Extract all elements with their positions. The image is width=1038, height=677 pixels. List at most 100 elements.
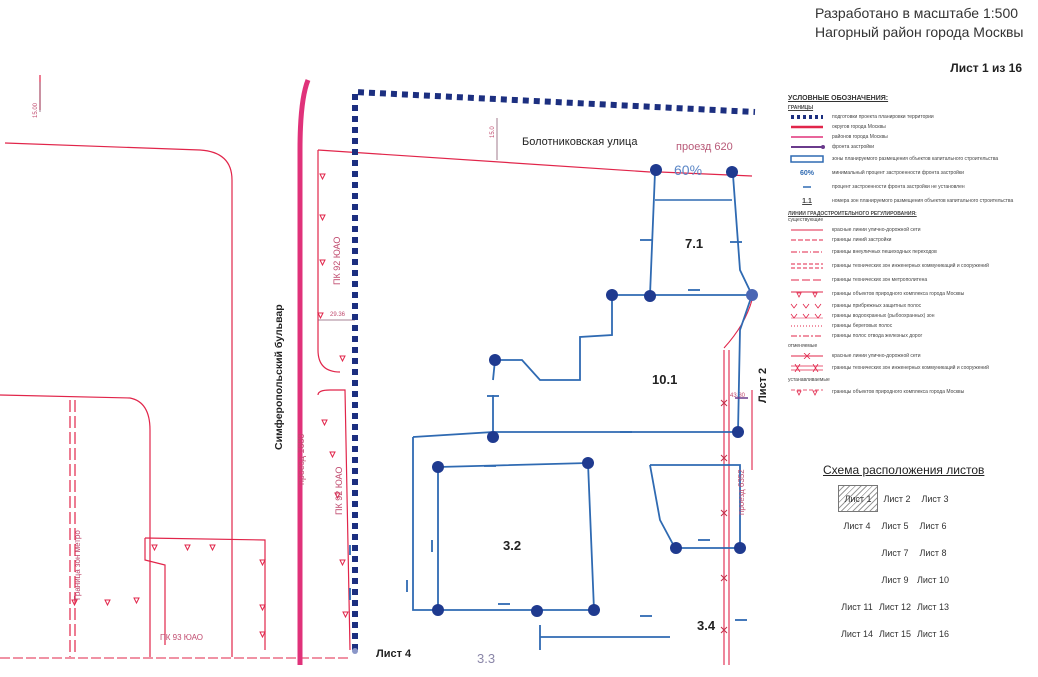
red-double-dash-icon (788, 262, 826, 270)
street-label-bolotnikovskaya: Болотниковская улица (522, 136, 638, 148)
scheme-cell-list-13[interactable]: Лист 13 (916, 601, 950, 612)
scale-note: Разработано в масштабе 1:500 (815, 5, 1019, 21)
scheme-cell-list-9[interactable]: Лист 9 (881, 574, 909, 585)
district-name: Нагорный район города Москвы (815, 24, 1024, 40)
legend-item: 1.1 номера зон планируемого размещения о… (788, 194, 1028, 208)
dim-29: 29.36 (330, 312, 346, 318)
legend-item: границы водоохранных (рыбоохранных) зон (788, 311, 1028, 321)
legend-title: УСЛОВНЫЕ ОБОЗНАЧЕНИЯ: (788, 95, 889, 102)
dimension-markers (39, 82, 498, 321)
scheme-cell-list-8[interactable]: Лист 8 (919, 547, 947, 558)
legend-item: границы внеуличных пешеходных переходов (788, 245, 1028, 259)
scheme-cell-list-5[interactable]: Лист 5 (881, 520, 909, 531)
red-triangles-icon (788, 290, 826, 298)
scheme-cell-list-4[interactable]: Лист 4 (843, 520, 871, 531)
zone-label-10-1: 10.1 (652, 372, 677, 387)
legend-item: красные линии улично-дорожной сети (788, 225, 1028, 235)
sheet-scheme: Лист 1 Лист 2 Лист 3 Лист 4 Лист 5 Лист … (838, 485, 958, 647)
pk-label-low: ПК 93 ЮАО (160, 633, 203, 642)
red-dot-line-icon (788, 323, 826, 329)
scheme-cell-list-1[interactable]: Лист 1 (838, 485, 878, 512)
zone-rect-icon (788, 154, 826, 164)
frontage-dashes (349, 239, 747, 621)
legend-subsection-existing: существующие (788, 217, 824, 223)
scheme-cell-list-6[interactable]: Лист 6 (919, 520, 947, 531)
legend-item: границы технических зон метрополитена (788, 273, 1028, 287)
legend-item: границы береговых полос (788, 321, 1028, 331)
red-line-thin-icon (788, 227, 826, 233)
red-dash-2-icon (788, 277, 826, 283)
sheet-scheme-title: Схема расположения листов (823, 463, 985, 477)
zone-label-7-1: 7.1 (685, 236, 703, 251)
street-label-proezd-620: проезд 620 (676, 141, 733, 153)
red-v-icon (788, 303, 826, 309)
nature-boundary-triangles (71, 173, 349, 639)
red-line-icon (788, 124, 826, 130)
scheme-cell-list-7[interactable]: Лист 7 (881, 547, 909, 558)
frontage-arrow-icon (788, 144, 826, 150)
legend-item: границы технических зон инженерных комму… (788, 361, 1028, 375)
pk-label-bottom: ПК 92 ЮАО (334, 467, 344, 515)
scheme-cell-list-14[interactable]: Лист 14 (840, 628, 874, 639)
legend-subsection-cancel: отменяемые (788, 343, 818, 349)
zone-nodes (352, 164, 758, 654)
dim-15-left: 15.00 (33, 102, 39, 118)
proezd-6352-label: проезд 6352 (737, 469, 746, 515)
scheme-cell-list-11[interactable]: Лист 11 (841, 601, 873, 612)
red-lines-left (0, 75, 753, 657)
scheme-cell-list-3[interactable]: Лист 3 (921, 493, 949, 504)
red-x-icon (788, 353, 826, 359)
dim-15: 15.0 (490, 126, 496, 138)
scheme-cell-list-15[interactable]: Лист 15 (878, 628, 912, 639)
legend-item: границы линий застройки (788, 235, 1028, 245)
percent-icon: 60% (799, 169, 814, 177)
frontage-percent-label: 60% (674, 162, 702, 178)
red-dashdot-2-icon (788, 333, 826, 339)
cancel-x-marks (720, 399, 728, 634)
legend-item: границы технических зон инженерных комму… (788, 259, 1028, 273)
scheme-cell-list-12[interactable]: Лист 12 (878, 601, 912, 612)
scheme-cell-list-10[interactable]: Лист 10 (916, 574, 950, 585)
legend-item: районов города Москвы (788, 132, 1028, 142)
district-boundary (297, 79, 311, 665)
zone-label-3-4: 3.4 (697, 618, 716, 633)
red-triangles-2-icon (788, 388, 826, 396)
legend-item: зоны планируемого размещения объектов ка… (788, 152, 1028, 166)
legend-subsection-new: устанавливаемые (788, 377, 830, 383)
sheet-link-list-4[interactable]: Лист 4 (376, 648, 412, 660)
legend-item: границы объектов природного комплекса го… (788, 385, 1028, 399)
legend-item: округов города Москвы (788, 122, 1028, 132)
red-xx-icon (788, 364, 826, 372)
red-v-2-icon (788, 313, 826, 319)
legend-item: границы объектов природного комплекса го… (788, 287, 1028, 301)
pink-line-icon (788, 134, 826, 140)
dash-icon (788, 184, 826, 190)
proezd-1680-label: проезд 1680 (296, 434, 306, 485)
scheme-cell-list-16[interactable]: Лист 16 (916, 628, 950, 639)
scheme-cell-empty (838, 566, 876, 593)
sheet-link-list-2[interactable]: Лист 2 (757, 368, 769, 403)
sheet-number: Лист 1 из 16 (950, 61, 1022, 75)
legend-item: границы прибрежных защитных полос (788, 301, 1028, 311)
zone-label-3-2: 3.2 (503, 538, 521, 553)
legend-item: красные линии улично-дорожной сети (788, 351, 1028, 361)
legend: УСЛОВНЫЕ ОБОЗНАЧЕНИЯ: ГРАНИЦЫ подготовки… (788, 95, 1028, 399)
pk-label-top: ПК 92 ЮАО (332, 237, 342, 285)
legend-section-regulation: ЛИНИИ ГРАДОСТРОИТЕЛЬНОГО РЕГУЛИРОВАНИЯ: (788, 211, 917, 217)
legend-item: 60% минимальный процент застроенности фр… (788, 166, 1028, 180)
legend-item: границы полос отвода железных дорог (788, 331, 1028, 341)
red-dashdot-icon (788, 249, 826, 255)
street-label-boulevard: Симферопольский бульвар (273, 304, 285, 450)
metro-label: Граница зон метро (73, 530, 82, 600)
dotted-boundary-icon (788, 114, 826, 120)
zone-number-icon: 1.1 (802, 197, 812, 205)
legend-item: подготовки проекта планировки территории (788, 112, 1028, 122)
scheme-cell-list-2[interactable]: Лист 2 (883, 493, 911, 504)
legend-item: процент застроенности фронта застройки н… (788, 180, 1028, 194)
red-dash-icon (788, 237, 826, 243)
zone-label-3-3: 3.3 (477, 651, 495, 666)
legend-section-boundaries: ГРАНИЦЫ (788, 105, 814, 111)
legend-item: фронта застройки (788, 142, 1028, 152)
scheme-cell-empty (838, 539, 876, 566)
